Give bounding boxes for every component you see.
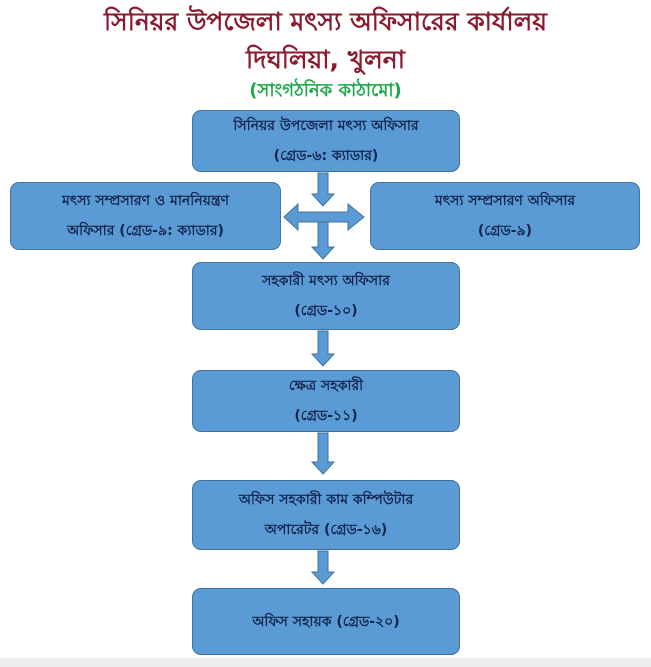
- arrow-down-2: [310, 221, 336, 260]
- box-grade: অপারেটর (গ্রেড-১৬): [264, 522, 388, 538]
- box-assistant-fisheries-officer: সহকারী মৎস্য অফিসার (গ্রেড-১০): [192, 262, 460, 330]
- box-title: অফিস সহায়ক (গ্রেড-২০): [252, 613, 400, 630]
- box-grade: অফিসার (গ্রেড-৯: ক্যাডার): [67, 223, 224, 239]
- box-title: সিনিয়র উপজেলা মৎস্য অফিসার: [233, 118, 419, 134]
- arrow-horizontal-double: [283, 202, 365, 232]
- box-title: মৎস্য সম্প্রসারণ ও মাননিয়ন্ত্রণ: [61, 193, 230, 209]
- box-office-assistant-computer-operator: অফিস সহকারী কাম কম্পিউটার অপারেটর (গ্রেড…: [192, 480, 460, 550]
- office-title: সিনিয়র উপজেলা মৎস্য অফিসারের কার্যালয়: [104, 7, 547, 36]
- box-grade: (গ্রেড-১১): [294, 408, 358, 424]
- box-extension-quality-control-officer: মৎস্য সম্প্রসারণ ও মাননিয়ন্ত্রণ অফিসার …: [10, 182, 281, 250]
- box-extension-officer: মৎস্য সম্প্রসারণ অফিসার (গ্রেড-৯): [370, 182, 640, 250]
- office-location: দিঘলিয়া, খুলনা: [246, 45, 405, 74]
- box-grade: (গ্রেড-৬: ক্যাডার): [273, 148, 379, 164]
- box-title: সহকারী মৎস্য অফিসার: [262, 273, 390, 289]
- arrow-down-1: [310, 172, 336, 207]
- arrow-down-3: [310, 330, 336, 367]
- box-field-assistant: ক্ষেত্র সহকারী (গ্রেড-১১): [192, 370, 460, 432]
- box-office-helper: অফিস সহায়ক (গ্রেড-২০): [192, 588, 460, 655]
- box-title: মৎস্য সম্প্রসারণ অফিসার: [434, 193, 576, 209]
- arrow-down-5: [310, 550, 336, 585]
- box-title: ক্ষেত্র সহকারী: [288, 378, 364, 394]
- bottom-strip: [0, 658, 651, 667]
- chart-subtitle: (সাংগঠনিক কাঠামো): [249, 80, 402, 101]
- box-title: অফিস সহকারী কাম কম্পিউটার: [238, 492, 414, 508]
- box-grade: (গ্রেড-১০): [294, 303, 358, 319]
- arrow-down-4: [310, 432, 336, 475]
- box-grade: (গ্রেড-৯): [477, 223, 533, 239]
- box-senior-upazila-fisheries-officer: সিনিয়র উপজেলা মৎস্য অফিসার (গ্রেড-৬: ক্…: [192, 110, 460, 172]
